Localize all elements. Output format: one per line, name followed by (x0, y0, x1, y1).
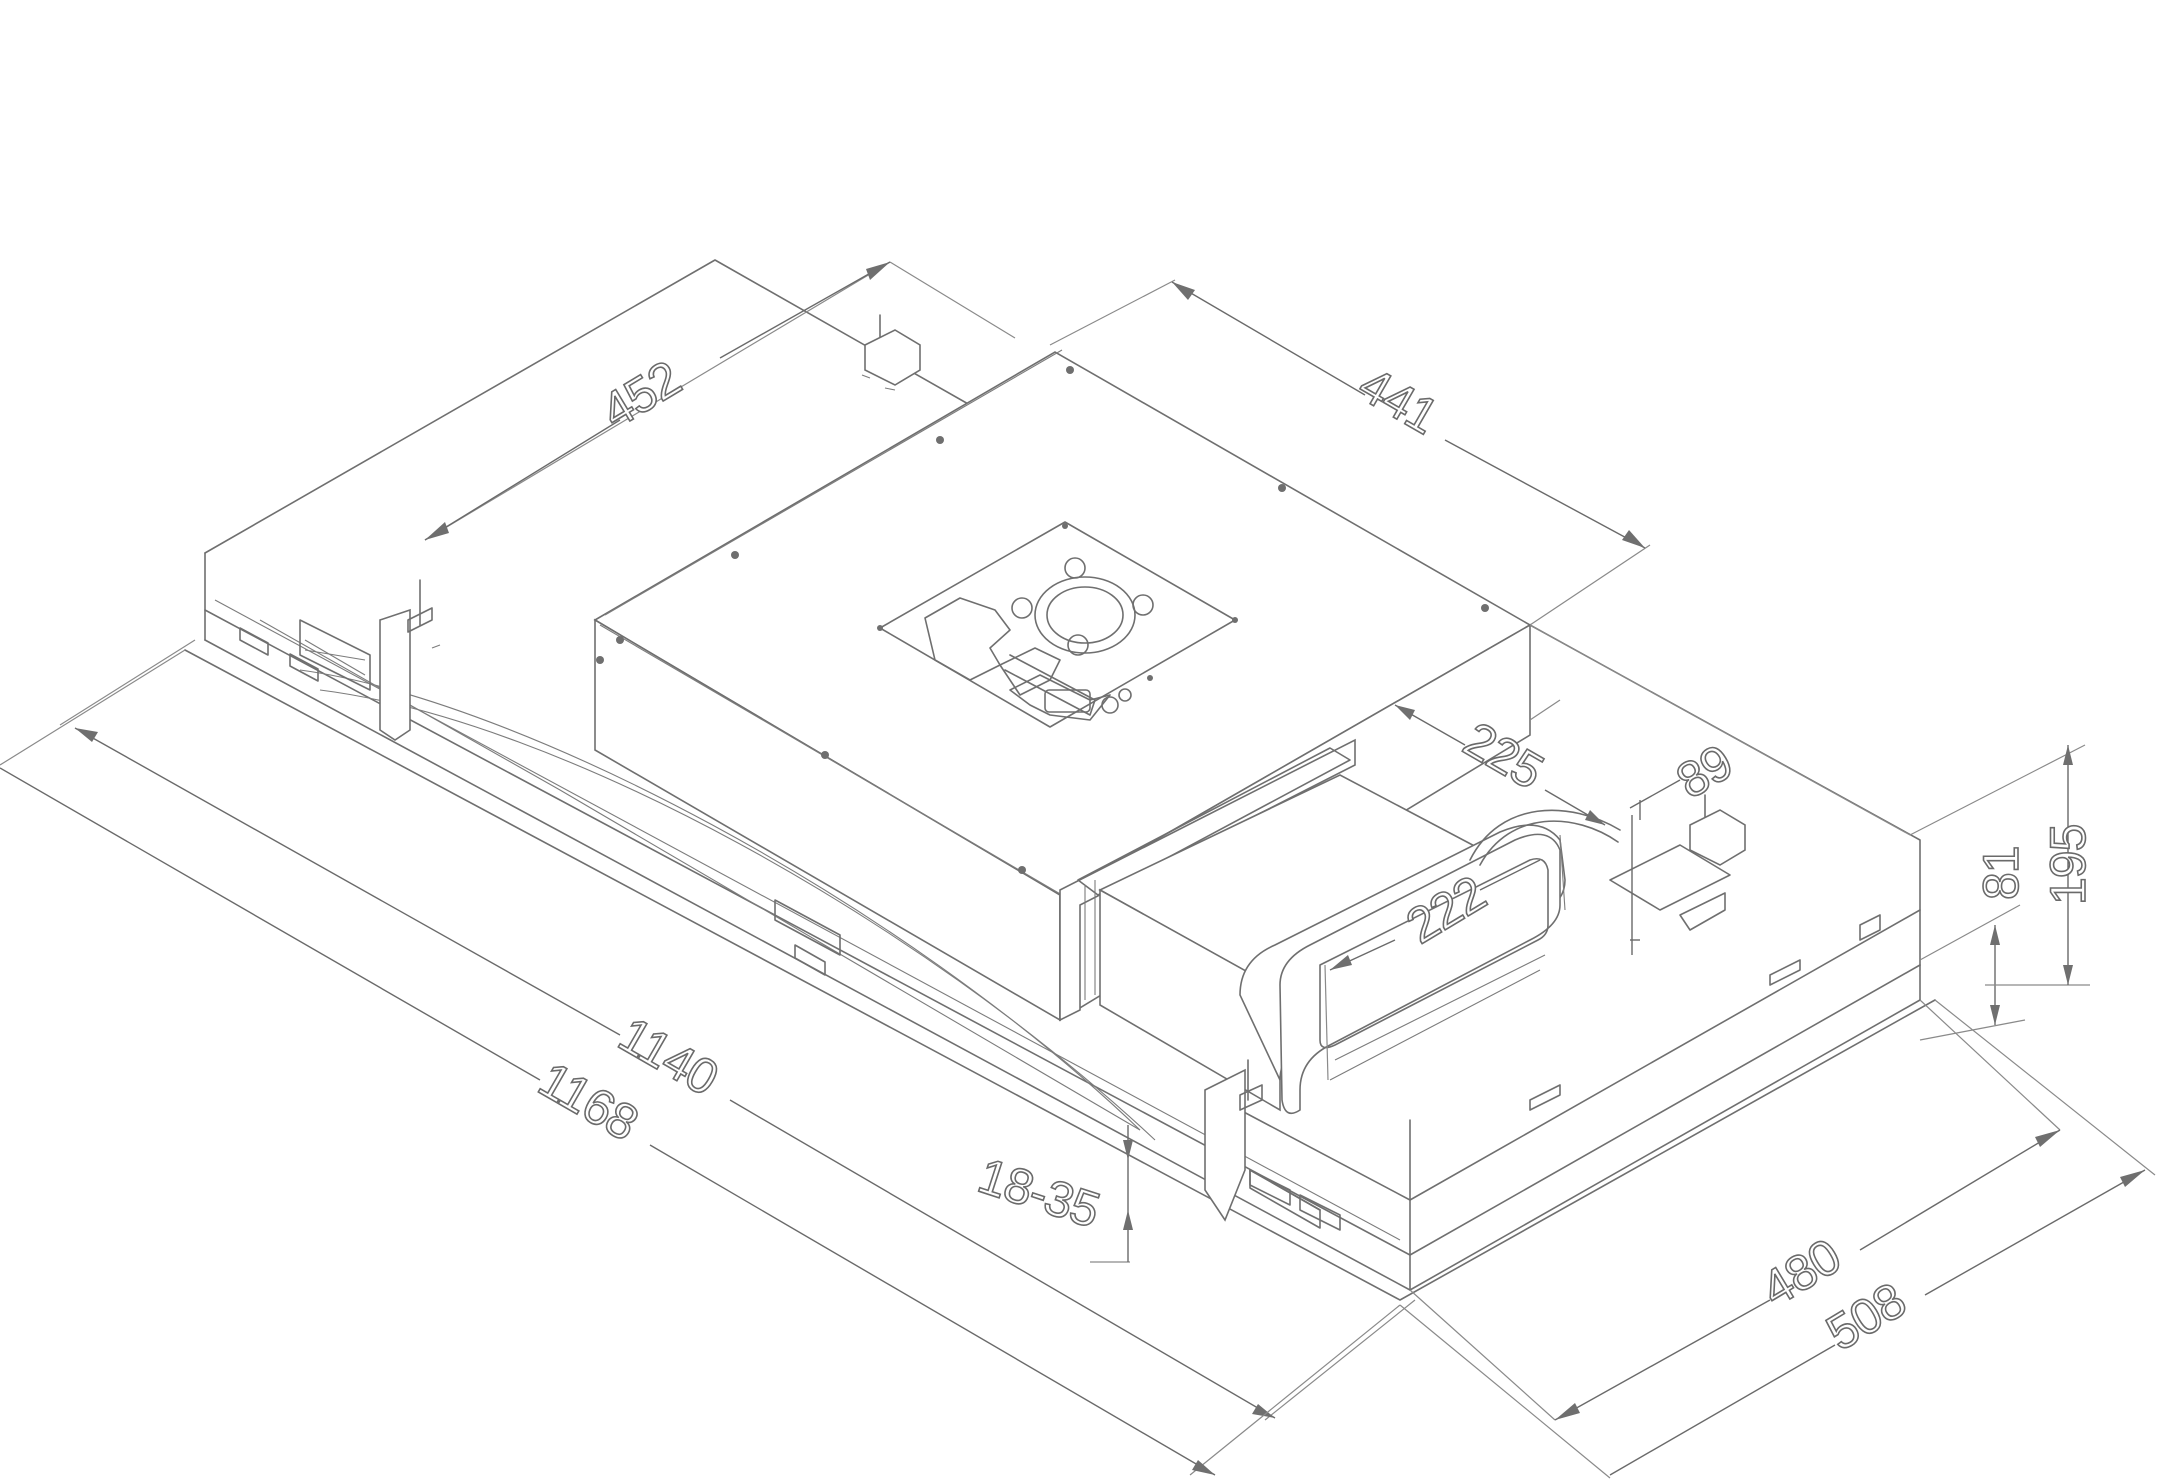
dim-label-81: 81 (1973, 846, 2029, 900)
mounting-brackets (379, 314, 1746, 1222)
dim-508: 508 (1399, 999, 2156, 1479)
dim-label-452: 452 (592, 350, 690, 439)
hood-frame (184, 259, 1936, 1301)
dim-label-441: 441 (1350, 356, 1448, 445)
dim-480: 480 (1409, 999, 2061, 1421)
flange-slots (239, 619, 1881, 1231)
dim-81: 81 (1919, 846, 2030, 1041)
motor-plate (877, 521, 1238, 728)
dim-label-195: 195 (2040, 825, 2096, 905)
dim-label-18-35: 18-35 (972, 1147, 1106, 1238)
dim-195: 195 (1529, 624, 2097, 986)
dim-18-35: 18-35 (971, 1125, 1133, 1263)
dim-label-89: 89 (1667, 734, 1742, 810)
